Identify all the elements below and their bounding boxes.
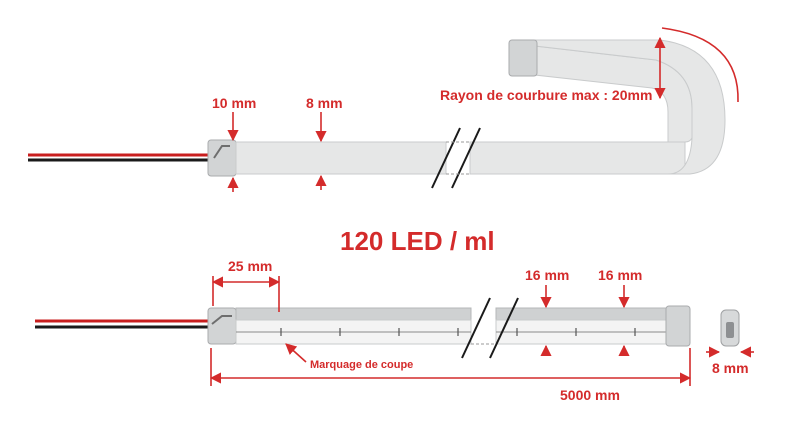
cut-spacing-label: 25 mm xyxy=(228,258,272,274)
bottom-left-cap xyxy=(207,307,237,345)
section-width-label: 8 mm xyxy=(712,360,749,376)
cap-length-label: 10 mm xyxy=(212,95,256,111)
bottom-strip-top-right xyxy=(495,307,669,321)
top-break-mark-2 xyxy=(451,127,481,189)
strip-width-label: 8 mm xyxy=(306,95,343,111)
cut-mark-label: Marquage de coupe xyxy=(310,359,413,371)
total-length-label: 5000 mm xyxy=(560,387,620,403)
bottom-strip-view: 25 mm 16 mm 16 mm Marquage de coupe 5000… xyxy=(35,258,754,403)
density-title: 120 LED / ml xyxy=(340,226,495,256)
cut-marks xyxy=(280,328,636,336)
cut-mark-pointer xyxy=(285,343,307,363)
height-label-a: 16 mm xyxy=(525,267,569,283)
section-core xyxy=(726,322,734,338)
height-label-b: 16 mm xyxy=(598,267,642,283)
top-cap-wire xyxy=(213,145,230,159)
bottom-right-cap xyxy=(665,305,691,347)
top-bend-end-cap xyxy=(508,39,538,77)
top-strip-view: Rayon de courbure max : 20mm 10 mm 8 mm xyxy=(28,27,739,192)
top-break-mark-1 xyxy=(431,127,461,189)
bend-radius-arc xyxy=(661,27,739,103)
top-strip-body-left xyxy=(235,141,447,175)
bottom-break-mark-2 xyxy=(489,297,519,359)
bottom-cap-wire xyxy=(211,315,232,325)
bottom-strip-top-left xyxy=(235,307,472,321)
top-strip-body-right xyxy=(469,141,686,175)
bottom-break-mark-1 xyxy=(461,297,491,359)
bend-radius-label: Rayon de courbure max : 20mm xyxy=(440,87,652,103)
